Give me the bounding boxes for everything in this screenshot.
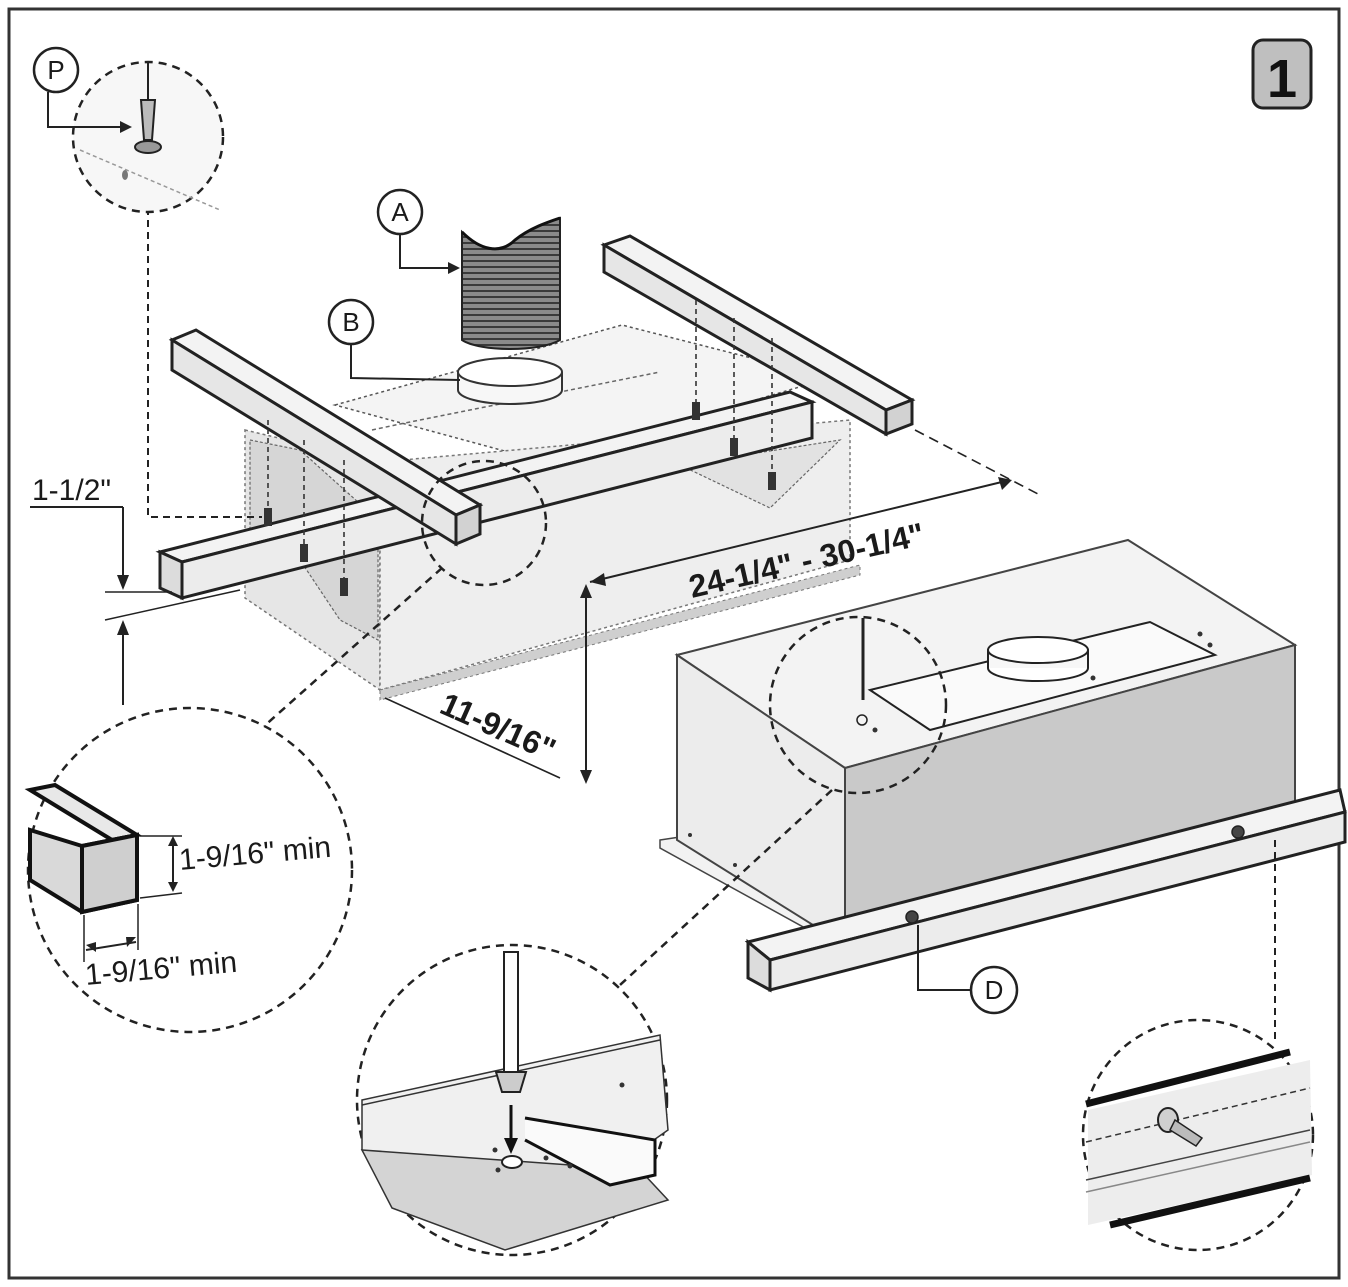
front-beam xyxy=(155,390,817,601)
beam-size-detail: 1-9/16" min 1-9/16" min xyxy=(24,706,354,1034)
callout-a-letter: A xyxy=(391,197,409,227)
callout-d-letter: D xyxy=(985,975,1004,1005)
screws xyxy=(264,402,776,596)
beam-magnifier xyxy=(420,459,548,587)
flexible-duct xyxy=(460,216,561,350)
callout-a: A xyxy=(376,188,460,274)
step-badge: 1 xyxy=(1251,38,1313,110)
height-dimension xyxy=(580,584,592,784)
rail-screw-detail xyxy=(1081,1018,1315,1252)
page-frame xyxy=(7,7,1341,1280)
upper-assembly xyxy=(155,216,916,701)
screwdriver-detail xyxy=(355,943,670,1257)
screw-guides xyxy=(267,300,773,585)
callout-d: D xyxy=(917,925,1019,1015)
callout-p-letter: P xyxy=(47,55,64,85)
left-beam xyxy=(168,328,484,547)
right-beam xyxy=(600,234,916,437)
depth-dimension: 11-9/16" xyxy=(384,686,561,779)
lower-beam xyxy=(744,788,1347,993)
offset-label: 1-1/2" xyxy=(32,474,111,507)
callout-b-letter: B xyxy=(342,307,359,337)
step-number: 1 xyxy=(1267,49,1297,109)
callout-p: P xyxy=(32,46,225,214)
lower-hood xyxy=(659,538,1298,951)
callout-b: B xyxy=(327,298,461,381)
offset-dimension: 1-1/2" xyxy=(30,474,241,705)
hood-top-magnifier xyxy=(768,615,948,795)
depth-label: 11-9/16" xyxy=(435,686,561,768)
duct-collar xyxy=(457,357,563,405)
